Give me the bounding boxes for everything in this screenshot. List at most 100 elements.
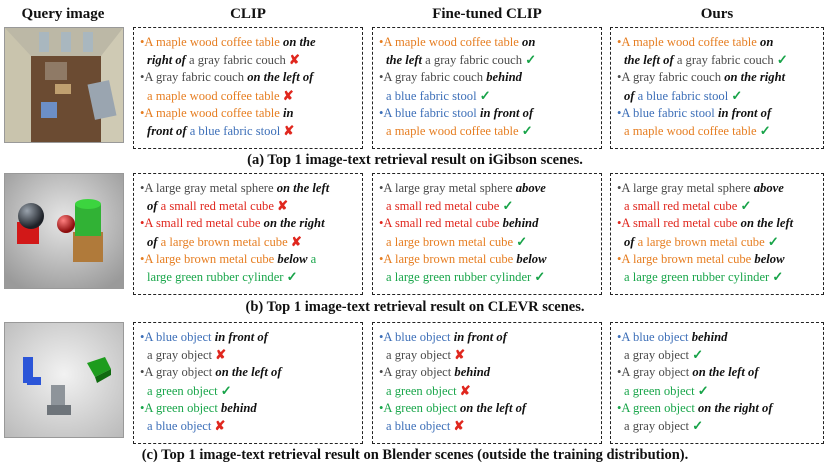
subject-text: •A blue object xyxy=(617,330,692,344)
relation-text: behind xyxy=(691,330,728,344)
relation-text: behind xyxy=(454,365,491,380)
relation-text: behind xyxy=(221,400,257,415)
blender-ours-box: •A blue object behind a gray object ✓ •A… xyxy=(610,322,824,444)
header-query-image: Query image xyxy=(21,6,105,22)
object-text: a blue fabric stool xyxy=(386,88,480,103)
check-mark-icon: ✓ xyxy=(286,269,298,285)
object-text: a blue fabric stool xyxy=(634,88,732,103)
check-mark-icon: ✓ xyxy=(776,52,788,68)
list-item: •A gray object on the left of a green ob… xyxy=(617,364,817,399)
relation-text: of xyxy=(624,88,635,103)
list-item: •A small red metal cube on the left of a… xyxy=(617,215,817,250)
relation-text: in front of xyxy=(717,105,772,120)
igibson-clip-box: •A maple wood coffee table on the right … xyxy=(133,27,363,149)
subject-text: •A maple wood coffee table xyxy=(140,35,284,49)
object-text: a blue fabric stool xyxy=(186,124,284,139)
object-text: a gray fabric couch xyxy=(673,53,777,68)
list-item: •A green object on the left of a blue ob… xyxy=(379,400,595,435)
relation-text: on xyxy=(760,35,774,49)
object-text: a small red metal cube xyxy=(157,199,278,214)
clevr-finetuned-box: •A large gray metal sphere above a small… xyxy=(372,173,602,295)
subject-text: •A large brown metal cube xyxy=(140,251,278,266)
relation-text: the left xyxy=(386,53,423,68)
subject-text: •A gray object xyxy=(617,365,693,380)
relation-text: in xyxy=(283,105,294,120)
object-text: a small red metal cube xyxy=(624,199,741,214)
object-text: a gray object xyxy=(147,348,216,363)
igibson-finetuned-box: •A maple wood coffee table on the left a… xyxy=(372,27,602,149)
list-item: •A gray object on the left of a green ob… xyxy=(140,364,356,399)
subject-text: •A small red metal cube xyxy=(617,216,741,231)
list-item: •A large gray metal sphere above a small… xyxy=(379,180,595,215)
check-mark-icon: ✓ xyxy=(692,418,704,434)
relation-text: on the left of xyxy=(460,400,527,415)
subject-text: •A green object xyxy=(379,400,460,415)
clevr-scene-image xyxy=(4,173,124,289)
cross-mark-icon: ✘ xyxy=(283,123,295,139)
relation-text: front of xyxy=(147,124,187,139)
subject-text: •A maple wood coffee table xyxy=(617,35,761,49)
relation-text: the left of xyxy=(624,53,674,68)
object-text: a large brown metal cube xyxy=(157,234,291,249)
object-text: a blue object xyxy=(386,419,454,434)
object-text: a maple wood coffee table xyxy=(386,124,522,139)
subject-text: •A blue fabric stool xyxy=(617,105,718,120)
object-text: a maple wood coffee table xyxy=(624,124,760,139)
check-mark-icon: ✓ xyxy=(772,269,784,285)
subject-text: •A gray object xyxy=(379,365,455,380)
list-item: •A maple wood coffee table in front of a… xyxy=(140,105,356,140)
list-item: •A gray fabric couch behind a blue fabri… xyxy=(379,69,595,104)
subject-text: •A gray fabric couch xyxy=(379,70,487,85)
cross-mark-icon: ✘ xyxy=(277,198,288,214)
list-item: •A large brown metal cube below a large … xyxy=(617,251,817,286)
relation-text: on the left xyxy=(740,216,794,231)
caption-a: (a) Top 1 image-text retrieval result on… xyxy=(247,152,583,168)
header-ours: Ours xyxy=(700,6,734,22)
blender-scene-image xyxy=(4,322,124,438)
object-text: a green object xyxy=(624,383,698,398)
relation-text: behind xyxy=(486,70,522,85)
relation-text: right of xyxy=(147,53,186,68)
igibson-ours-box: •A maple wood coffee table on the left o… xyxy=(610,27,824,149)
relation-text: of xyxy=(624,234,635,249)
object-text: a gray fabric couch xyxy=(185,53,289,68)
list-item: •A gray fabric couch on the right of a b… xyxy=(617,69,817,104)
list-item: •A small red metal cube behind a large b… xyxy=(379,215,595,250)
blender-clip-box: •A blue object in front of a gray object… xyxy=(133,322,363,444)
subject-text: •A blue object xyxy=(379,330,454,344)
subject-text: •A maple wood coffee table xyxy=(140,105,284,120)
object-text: a gray object xyxy=(624,419,693,434)
relation-text: in front of xyxy=(479,105,534,120)
list-item: •A maple wood coffee table on the left o… xyxy=(617,34,817,69)
relation-text: in front of xyxy=(214,330,268,344)
cross-mark-icon: ✘ xyxy=(215,347,227,363)
cross-mark-icon: ✘ xyxy=(459,382,471,398)
list-item: •A large gray metal sphere on the left o… xyxy=(140,180,356,215)
relation-text: on xyxy=(522,35,536,49)
object-text: a gray object xyxy=(386,348,455,363)
blender-finetuned-box: •A blue object in front of a gray object… xyxy=(372,322,602,444)
relation-text: behind xyxy=(502,216,539,231)
subject-text: •A small red metal cube xyxy=(140,216,264,231)
check-mark-icon: ✓ xyxy=(502,198,514,214)
check-mark-icon: ✓ xyxy=(697,382,709,398)
check-mark-icon: ✓ xyxy=(220,382,232,398)
relation-text: below xyxy=(277,251,308,266)
check-mark-icon: ✓ xyxy=(692,347,704,363)
list-item: •A large gray metal sphere above a small… xyxy=(617,180,817,215)
subject-text: •A blue object xyxy=(140,330,215,344)
check-mark-icon: ✓ xyxy=(767,233,779,249)
list-item: •A green object behind a blue object ✘ xyxy=(140,400,356,435)
subject-text: •A gray fabric couch xyxy=(617,70,725,85)
relation-text: on the left of xyxy=(247,70,314,85)
cross-mark-icon: ✘ xyxy=(214,418,226,434)
check-mark-icon: ✓ xyxy=(740,198,752,214)
check-mark-icon: ✓ xyxy=(759,123,771,139)
relation-text: on the left of xyxy=(692,365,759,380)
relation-text: on the right xyxy=(724,70,786,85)
relation-text: on the left xyxy=(276,181,330,195)
caption-c: (c) Top 1 image-text retrieval result on… xyxy=(141,447,689,463)
list-item: •A green object on the right of a gray o… xyxy=(617,400,817,435)
subject-text: •A large gray metal sphere xyxy=(617,181,754,195)
object-text: a maple wood coffee table xyxy=(147,88,283,103)
